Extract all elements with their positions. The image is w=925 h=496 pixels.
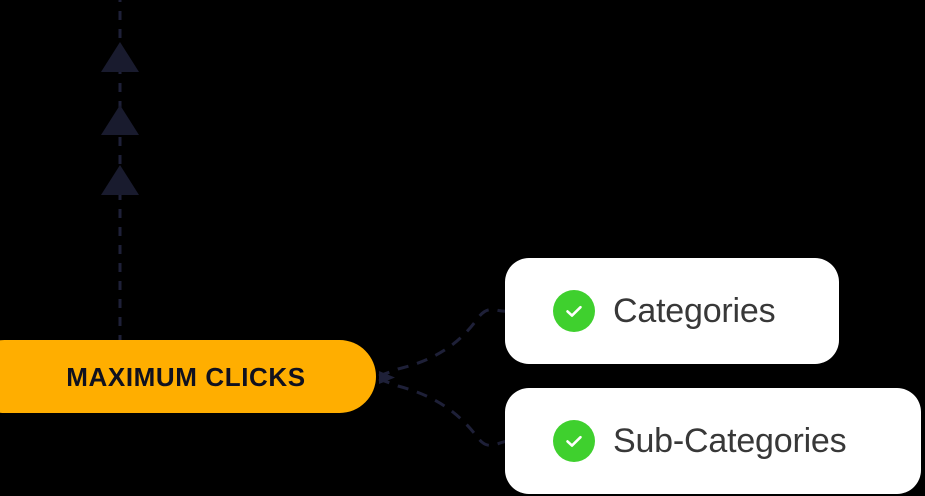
check-circle-icon bbox=[553, 290, 595, 332]
node-maximum-clicks[interactable]: MAXIMUM CLICKS bbox=[0, 340, 376, 413]
card-categories[interactable]: Categories bbox=[505, 258, 839, 364]
card-subcategories[interactable]: Sub-Categories bbox=[505, 388, 921, 494]
branch-line-subcategories bbox=[378, 377, 509, 447]
flow-arrow-icon-3 bbox=[101, 165, 139, 195]
node-maximum-clicks-label: MAXIMUM CLICKS bbox=[66, 361, 306, 392]
card-subcategories-label: Sub-Categories bbox=[613, 422, 847, 460]
flow-arrow-icon-2 bbox=[101, 105, 139, 135]
card-categories-label: Categories bbox=[613, 292, 776, 330]
check-circle-icon bbox=[553, 420, 595, 462]
branch-line-categories bbox=[378, 308, 509, 378]
flow-arrow-icon-1 bbox=[101, 42, 139, 72]
pill-branch-joint-icon bbox=[379, 371, 395, 384]
